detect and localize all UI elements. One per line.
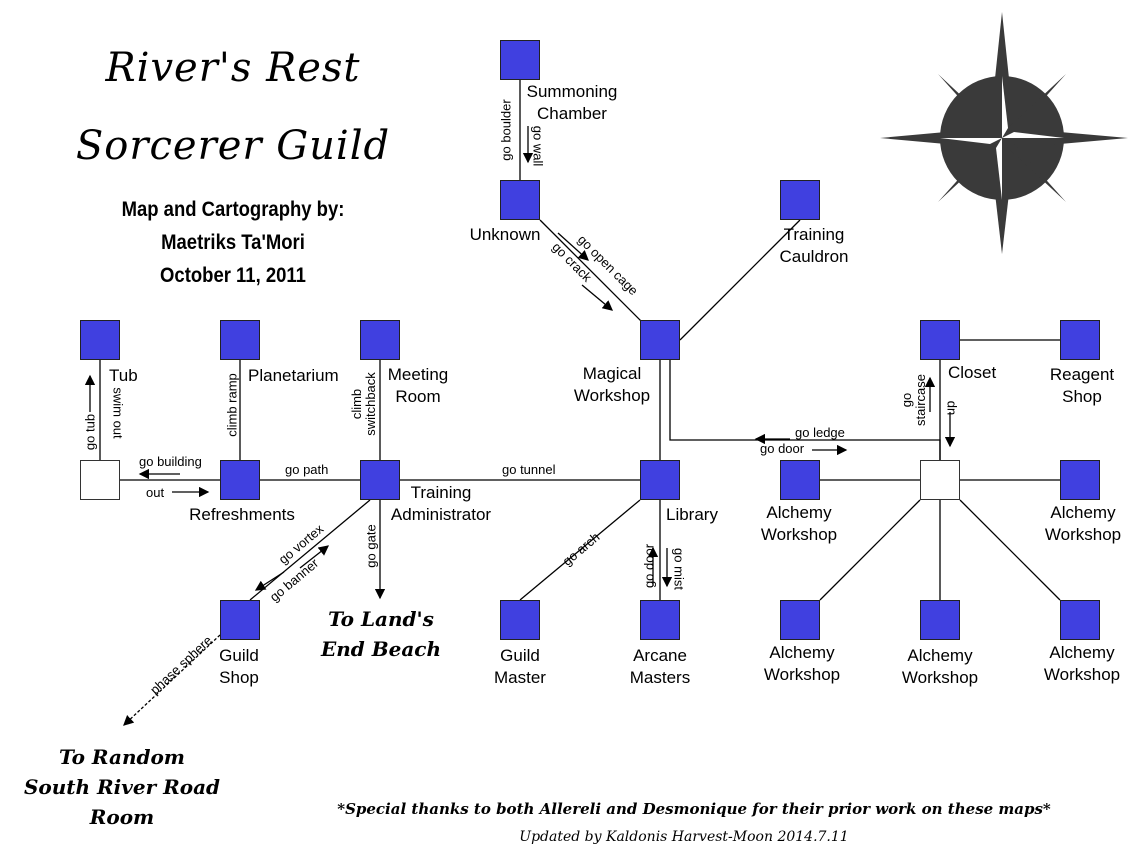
cmd-go-door-south: go door xyxy=(641,543,657,589)
room-training-cauldron[interactable] xyxy=(780,180,820,220)
room-arcane-masters[interactable] xyxy=(640,600,680,640)
cmd-swim-out: swim out xyxy=(110,387,126,439)
room-unknown[interactable] xyxy=(500,180,540,220)
cmd-go-tunnel: go tunnel xyxy=(502,462,556,477)
room-alchemy-workshop-br[interactable] xyxy=(1060,600,1100,640)
room-guild-master[interactable] xyxy=(500,600,540,640)
room-alchemy-hub[interactable] xyxy=(920,460,960,500)
label-closet: Closet xyxy=(948,363,997,382)
cmd-go-tub: go tub xyxy=(82,413,98,451)
credit-author: Maetriks Ta'Mori xyxy=(161,231,305,254)
cmd-go-boulder: go boulder xyxy=(498,99,514,161)
room-alchemy-workshop-left[interactable] xyxy=(780,460,820,500)
room-alchemy-workshop-bm[interactable] xyxy=(920,600,960,640)
credit-line1: Map and Cartography by: xyxy=(121,198,345,221)
cmd-dn: dn xyxy=(944,400,960,416)
room-tub[interactable] xyxy=(80,320,120,360)
cmd-go-path: go path xyxy=(285,462,329,477)
room-meeting-room[interactable] xyxy=(360,320,400,360)
map-title-line1: River's Rest xyxy=(105,45,361,91)
room-training-administrator[interactable] xyxy=(360,460,400,500)
footer-updated: Updated by Kaldonis Harvest-Moon 2014.7.… xyxy=(519,829,849,845)
label-tub: Tub xyxy=(109,366,138,385)
cmd-climb-ramp: climb ramp xyxy=(224,373,240,437)
room-magical-workshop[interactable] xyxy=(640,320,680,360)
compass-rose-icon xyxy=(880,12,1128,254)
cmd-go-door-east: go door xyxy=(760,441,805,456)
cmd-go-ledge: go ledge xyxy=(795,425,845,440)
cmd-go-gate: go gate xyxy=(363,524,379,568)
footer-thanks: *Special thanks to both Allereli and Des… xyxy=(337,800,1051,818)
label-library: Library xyxy=(666,505,718,524)
room-alchemy-workshop-bl[interactable] xyxy=(780,600,820,640)
room-refreshments[interactable] xyxy=(220,460,260,500)
cmd-out: out xyxy=(146,485,165,500)
room-summoning-chamber[interactable] xyxy=(500,40,540,80)
cmd-go-building: go building xyxy=(139,454,202,469)
credit-date: October 11, 2011 xyxy=(160,264,306,287)
room-reagent-shop[interactable] xyxy=(1060,320,1100,360)
label-planetarium: Planetarium xyxy=(248,366,339,385)
label-refreshments: Refreshments xyxy=(189,505,295,524)
room-guild-shop[interactable] xyxy=(220,600,260,640)
map-title-line2: Sorcerer Guild xyxy=(75,123,391,169)
room-planetarium[interactable] xyxy=(220,320,260,360)
cmd-go-mist: go mist xyxy=(671,548,687,590)
room-alchemy-workshop-right[interactable] xyxy=(1060,460,1100,500)
room-outside[interactable] xyxy=(80,460,120,500)
room-library[interactable] xyxy=(640,460,680,500)
room-closet[interactable] xyxy=(920,320,960,360)
cmd-go-wall: go wall xyxy=(530,125,546,167)
label-unknown: Unknown xyxy=(469,225,541,244)
